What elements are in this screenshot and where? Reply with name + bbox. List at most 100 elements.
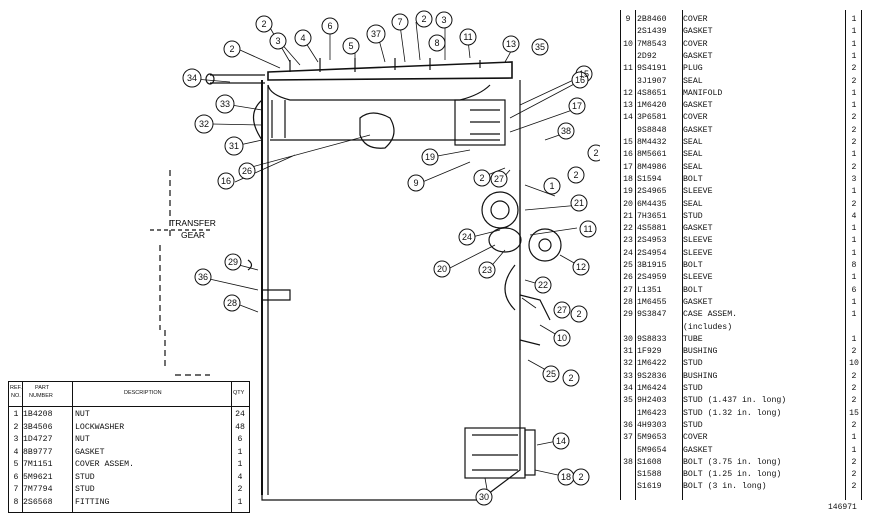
parts-idx: 10 — [623, 39, 633, 49]
parts-idx: 24 — [623, 248, 633, 258]
parts-idx: 28 — [623, 297, 633, 307]
callout: 26 — [242, 166, 252, 176]
parts-idx: 23 — [623, 236, 633, 246]
parts-pn: 8M4986 — [637, 162, 667, 172]
parts-pn: 7M8543 — [637, 39, 667, 49]
parts-pn: 9S8833 — [637, 334, 667, 344]
parts-idx: 6 — [13, 472, 19, 482]
parts-pn: 7M1151 — [23, 460, 53, 469]
parts-desc: BUSHING — [683, 347, 718, 357]
upper-bore — [454, 99, 506, 146]
parts-desc: TUBE — [683, 334, 703, 344]
ref-no-header-2: NO. — [11, 393, 21, 399]
callout: 16 — [221, 176, 231, 186]
callout: 1 — [549, 181, 554, 191]
parts-idx: 16 — [623, 150, 633, 160]
parts-idx: 17 — [623, 162, 633, 172]
parts-desc: SLEEVE — [683, 236, 713, 246]
parts-pn: 9S3847 — [637, 310, 667, 320]
parts-qty: 2 — [851, 384, 857, 393]
parts-qty: 10 — [849, 359, 859, 369]
callout: 37 — [371, 29, 381, 39]
parts-idx: 14 — [623, 113, 633, 123]
callout: 2 — [479, 173, 484, 183]
parts-pn: 2S4959 — [637, 273, 667, 283]
parts-qty: 2 — [851, 125, 857, 135]
parts-idx: 15 — [623, 138, 633, 147]
parts-pn: 8M4432 — [637, 138, 667, 147]
parts-pn: 2D92 — [637, 51, 657, 61]
parts-idx: 7 — [13, 485, 19, 494]
parts-desc: STUD — [683, 420, 703, 430]
transfer-gear-label: GEAR — [181, 230, 205, 240]
parts-pn: 1B4208 — [23, 410, 53, 419]
callout-circles — [182, 10, 600, 506]
parts-qty: 1 — [237, 460, 243, 469]
parts-qty: 3 — [851, 174, 857, 184]
parts-qty: 2 — [851, 64, 857, 74]
parts-idx: 13 — [623, 101, 633, 111]
parts-idx: 27 — [623, 285, 633, 295]
inner-recess — [359, 112, 395, 149]
callout: 2 — [261, 19, 266, 29]
parts-desc: STUD — [683, 384, 703, 393]
parts-pn: 1M6424 — [637, 384, 667, 393]
parts-pn: 5M9654 — [637, 445, 667, 455]
parts-desc: SEAL — [683, 162, 703, 172]
parts-qty: 2 — [851, 199, 857, 209]
callout: 18 — [561, 472, 571, 482]
callout: 5 — [348, 41, 353, 51]
parts-qty: 8 — [851, 261, 857, 270]
callout: 19 — [425, 152, 435, 162]
parts-qty: 2 — [851, 138, 857, 147]
parts-pn: 3B1915 — [637, 261, 667, 270]
parts-pn: 3J1907 — [637, 76, 667, 86]
parts-qty: 1 — [851, 187, 857, 197]
parts-pn: 2S4965 — [637, 187, 667, 197]
parts-idx: 9 — [625, 15, 631, 24]
parts-desc: GASKET — [683, 125, 713, 135]
parts-pn: L1351 — [637, 285, 662, 295]
parts-pn: 7M7794 — [23, 485, 53, 494]
parts-idx: 38 — [623, 457, 633, 467]
callout: 7 — [397, 17, 402, 27]
parts-idx: 35 — [623, 396, 633, 406]
parts-qty: 2 — [851, 396, 857, 406]
parts-desc: (includes) — [683, 322, 733, 332]
qty-header: QTY — [233, 390, 245, 396]
parts-qty: 2 — [851, 113, 857, 123]
parts-pn: 7H3651 — [637, 211, 667, 221]
case-outline — [261, 80, 521, 501]
parts-qty: 1 — [851, 433, 857, 443]
parts-qty: 15 — [849, 408, 859, 418]
parts-pn: 1M6420 — [637, 101, 667, 111]
parts-idx: 32 — [623, 359, 633, 369]
parts-desc: SEAL — [683, 199, 703, 209]
callout: 8 — [434, 38, 439, 48]
parts-desc: LOCKWASHER — [75, 422, 125, 432]
callout: 23 — [482, 265, 492, 275]
parts-qty: 2 — [851, 162, 857, 172]
parts-idx: 34 — [623, 384, 633, 393]
parts-pn: S1608 — [637, 457, 662, 467]
parts-pn: 1D4727 — [23, 435, 53, 444]
callout: 16 — [575, 75, 585, 85]
parts-desc: BOLT — [683, 261, 703, 270]
sleeve-24 — [488, 227, 522, 253]
callout: 20 — [437, 264, 447, 274]
callout: 25 — [546, 369, 556, 379]
parts-qty: 2 — [851, 482, 857, 492]
